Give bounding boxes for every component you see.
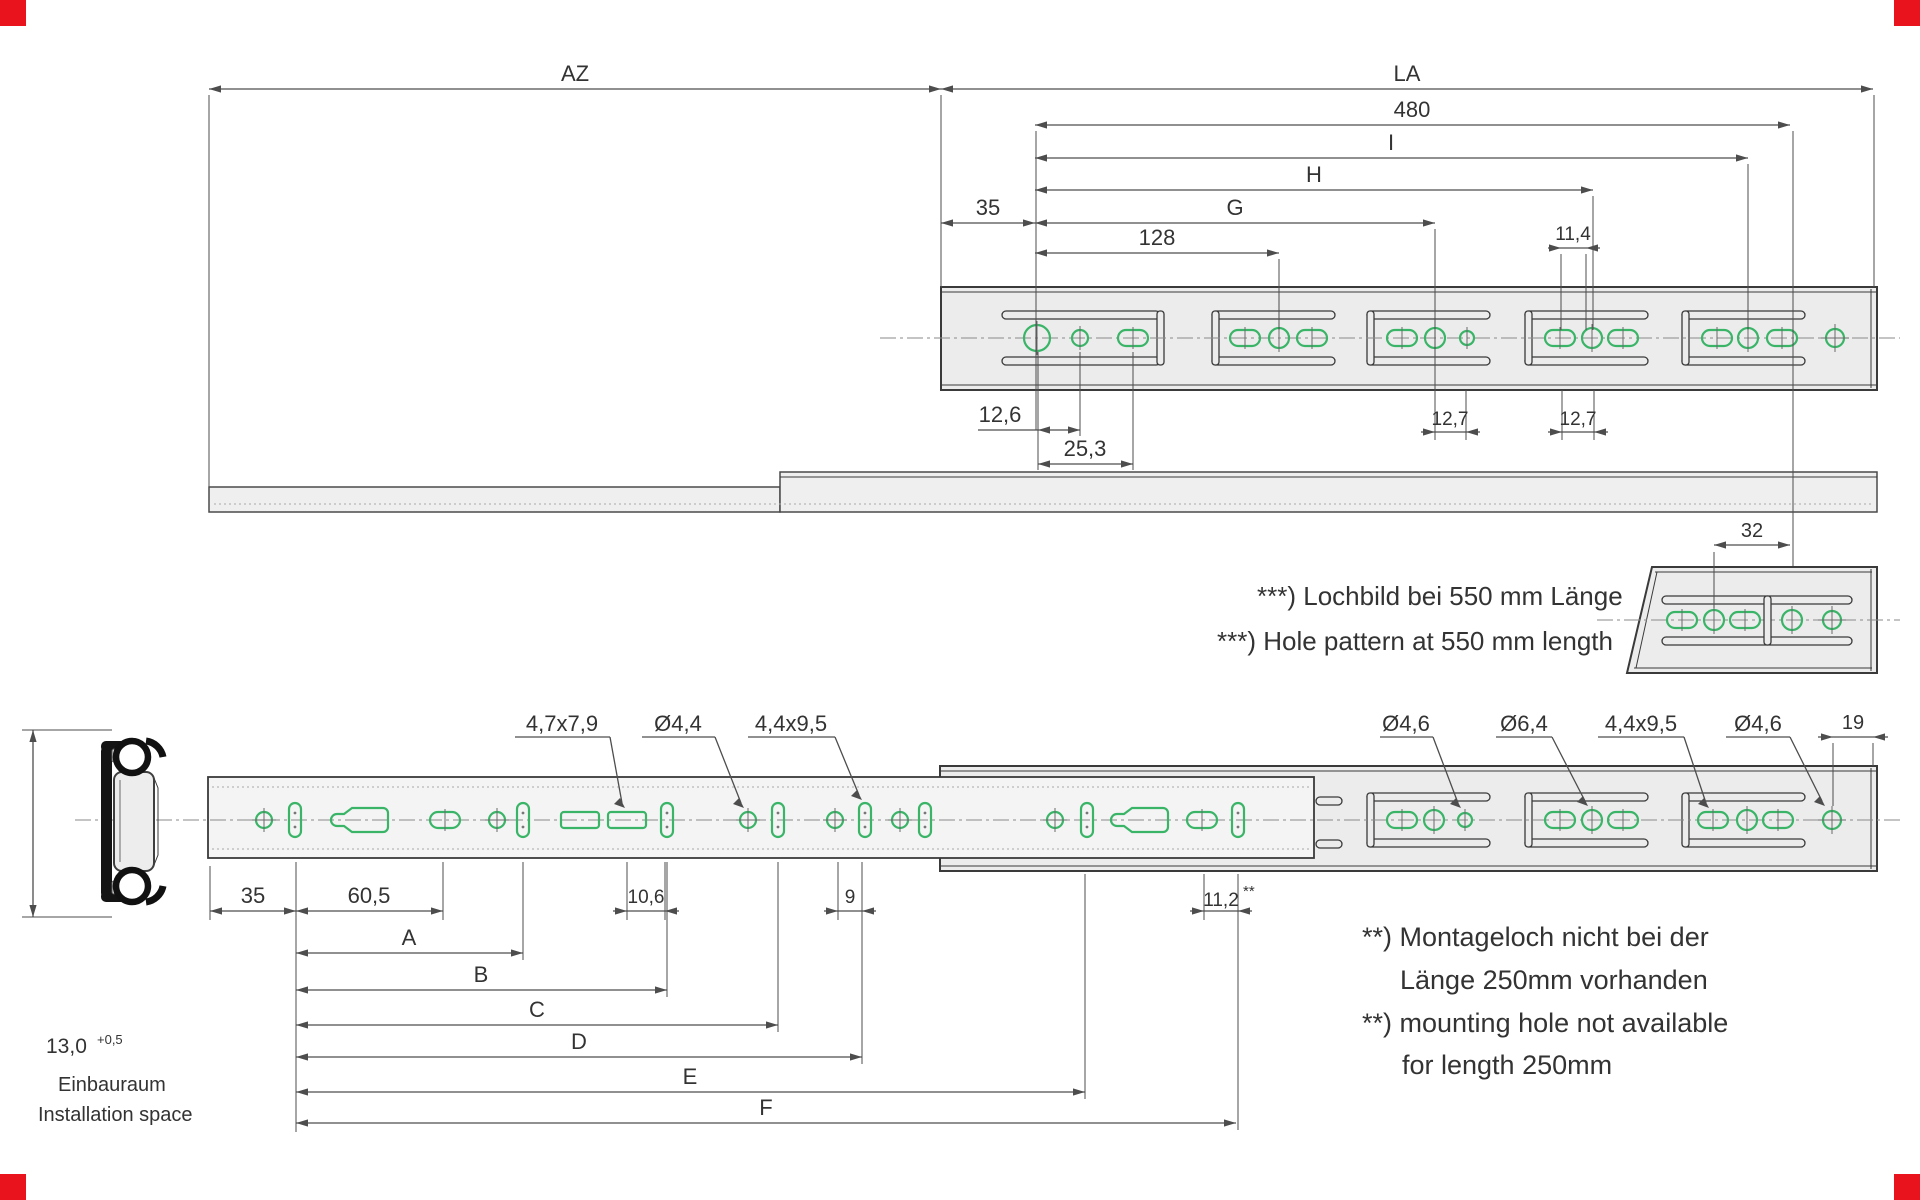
- dim-12-6-label: 12,6: [979, 402, 1022, 427]
- callout-dia-6-4: Ø6,4: [1500, 711, 1548, 736]
- dim-az-label: AZ: [561, 61, 589, 86]
- callout-dia-4-6-right: Ø4,6: [1734, 711, 1782, 736]
- callout-dia-4-6-left: Ø4,6: [1382, 711, 1430, 736]
- bottom-rail-holes: [250, 801, 1848, 839]
- dim-9-label: 9: [845, 887, 856, 908]
- dim-32-label: 32: [1741, 520, 1763, 542]
- dim-35-bottom-label: 35: [241, 883, 265, 908]
- bottom-hole-callouts: 4,7x7,9 Ø4,4 4,4x9,5 Ø4,6 Ø6,4 4,4x9,5 Ø…: [515, 711, 1888, 808]
- footnote-250-line2: Länge 250mm vorhanden: [1400, 965, 1708, 995]
- dim-35-top-label: 35: [976, 195, 1000, 220]
- dim-12-7-left-label: 12,7: [1432, 409, 1469, 430]
- corner-marker-top-right: [1894, 0, 1920, 26]
- callout-dia-4-4: Ø4,4: [654, 711, 702, 736]
- footnote-250-line3: **) mounting hole not available: [1362, 1008, 1728, 1038]
- cross-section-label-de: Einbauraum: [58, 1074, 166, 1096]
- top-view-dimensions: AZ LA 480 I H G 35 128 11,4 12,6 25,3 12…: [208, 61, 1875, 612]
- dim-60-5-label: 60,5: [348, 883, 391, 908]
- detail-view-550: 32 ***) Lochbild bei 550 mm Länge ***) H…: [1217, 520, 1900, 674]
- dim-480-label: 480: [1394, 97, 1431, 122]
- dim-g-label: G: [1226, 195, 1243, 220]
- dim-d-label: D: [571, 1029, 587, 1054]
- dim-a-label: A: [402, 925, 417, 950]
- dim-i-label: I: [1388, 130, 1394, 155]
- dim-11-4-label: 11,4: [1555, 224, 1591, 245]
- footnote-250-line1: **) Montageloch nicht bei der: [1362, 922, 1709, 952]
- extended-slide-bar: [208, 471, 1878, 513]
- dim-e-label: E: [683, 1064, 698, 1089]
- dim-11-2-label: 11,2: [1203, 890, 1239, 911]
- cross-section-label-en: Installation space: [38, 1104, 193, 1126]
- dim-f-label: F: [759, 1095, 772, 1120]
- dim-19-label: 19: [1842, 712, 1864, 734]
- bottom-view-dimensions: 35 60,5 10,6 9 11,2 ** A B C D E F: [209, 862, 1255, 1132]
- dim-la-label: LA: [1394, 61, 1421, 86]
- dim-10-6-label: 10,6: [628, 887, 665, 908]
- dim-25-3-label: 25,3: [1064, 436, 1107, 461]
- footnote-250-line4: for length 250mm: [1402, 1050, 1612, 1080]
- note-550-de: ***) Lochbild bei 550 mm Länge: [1257, 581, 1623, 611]
- corner-marker-top-left: [0, 0, 26, 26]
- corner-marker-bottom-left: [0, 1174, 26, 1200]
- callout-4-7x7-9: 4,7x7,9: [526, 711, 598, 736]
- cross-section-view: 13,0 +0,5 Einbauraum Installation space: [22, 729, 193, 1126]
- bottom-inner-rail: [207, 776, 1806, 859]
- dim-12-7-right-label: 12,7: [1560, 409, 1597, 430]
- cross-section-height: 13,0: [46, 1035, 87, 1058]
- cross-section-tolerance: +0,5: [97, 1032, 123, 1047]
- dim-128-label: 128: [1139, 225, 1176, 250]
- dim-11-2-footnote-mark: **: [1243, 883, 1255, 900]
- dim-h-label: H: [1306, 162, 1322, 187]
- dim-c-label: C: [529, 997, 545, 1022]
- corner-marker-bottom-right: [1894, 1174, 1920, 1200]
- callout-4-4x9-5-left: 4,4x9,5: [755, 711, 827, 736]
- note-550-en: ***) Hole pattern at 550 mm length: [1217, 626, 1613, 656]
- callout-4-4x9-5-right: 4,4x9,5: [1605, 711, 1677, 736]
- dim-b-label: B: [474, 962, 489, 987]
- footnote-250-block: **) Montageloch nicht bei der Länge 250m…: [1362, 922, 1728, 1080]
